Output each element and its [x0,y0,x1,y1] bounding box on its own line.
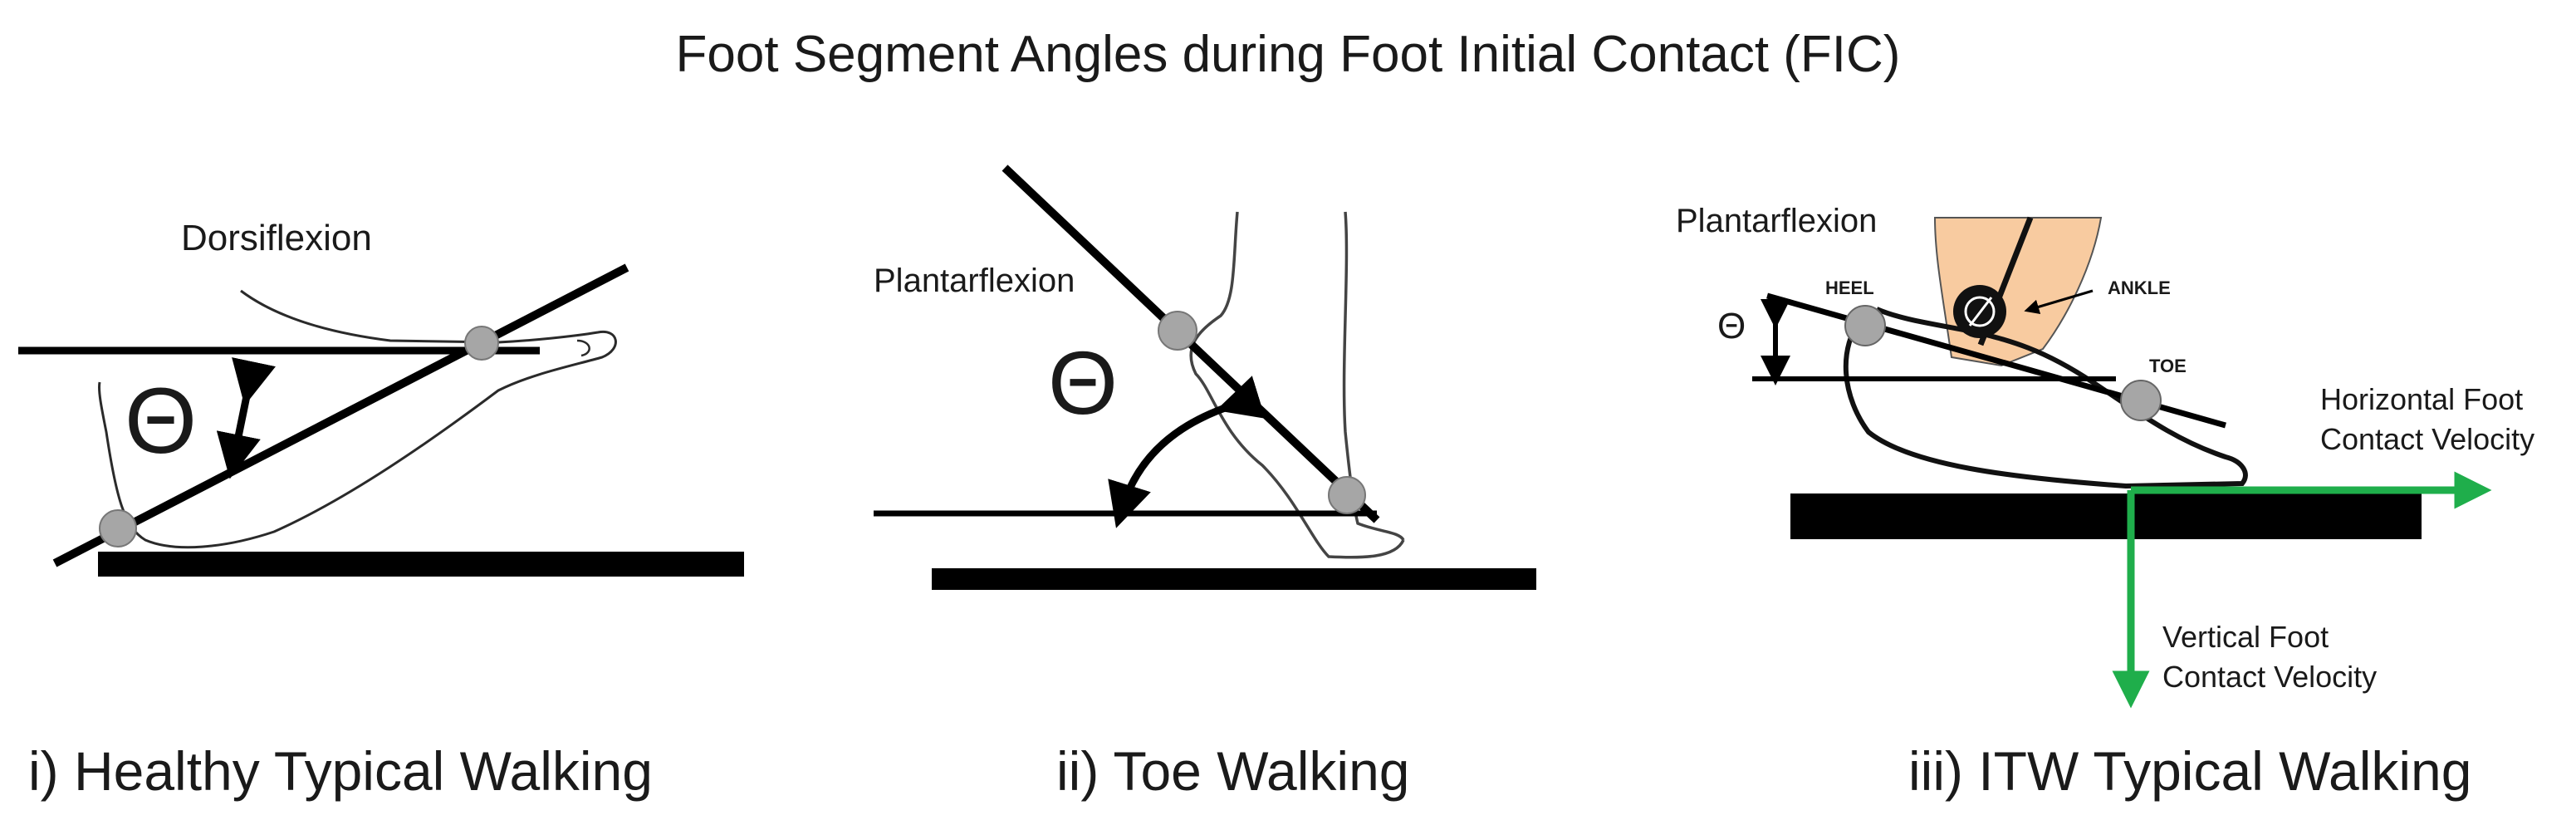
horizontal-velocity-label-line2: Contact Velocity [2320,422,2535,456]
panel-toe-walking [874,164,1536,590]
heel-marker [1844,305,1886,346]
ground-bar [1790,493,2422,539]
panel-itw [1752,216,2492,709]
plantarflexion-label: Plantarflexion [874,263,1075,299]
ankle-marker-inner [1964,296,1996,327]
caption-healthy: i) Healthy Typical Walking [28,740,653,802]
foot-segment-line [52,263,629,567]
heel-marker [99,509,137,547]
ankle-marker-slash [1968,297,1993,327]
vertical-velocity-label-line2: Contact Velocity [2162,660,2378,694]
ground-bar [98,552,744,577]
theta-symbol: Θ [1717,306,1746,346]
caption-itw: iii) ITW Typical Walking [1908,740,2472,802]
leg-outline-back [1189,211,1405,559]
toe-label: TOE [2149,356,2187,376]
plantarflexion-label: Plantarflexion [1676,203,1878,239]
dorsiflexion-label: Dorsiflexion [181,218,372,258]
upper-marker [1158,311,1197,351]
angle-arrow [1108,376,1266,528]
theta-symbol: Θ [1048,332,1119,433]
angle-arrow [216,357,276,479]
toe-marker [1328,476,1366,514]
horizontal-velocity-label-line1: Horizontal Foot [2320,382,2524,416]
toe-marker [2120,380,2162,421]
leg-outline-front [1342,211,1405,542]
ground-bar [932,568,1536,590]
panel-healthy [18,263,744,577]
theta-symbol: Θ [125,369,198,473]
ankle-label: ANKLE [2108,277,2171,298]
ankle-callout-arrow [2024,289,2094,315]
vertical-velocity-label-line1: Vertical Foot [2162,620,2329,654]
caption-toe-walking: ii) Toe Walking [1056,740,1410,802]
toe-marker [464,326,499,361]
heel-label: HEEL [1825,277,1874,298]
page-title: Foot Segment Angles during Foot Initial … [675,26,1901,83]
toe-nail [576,339,590,357]
